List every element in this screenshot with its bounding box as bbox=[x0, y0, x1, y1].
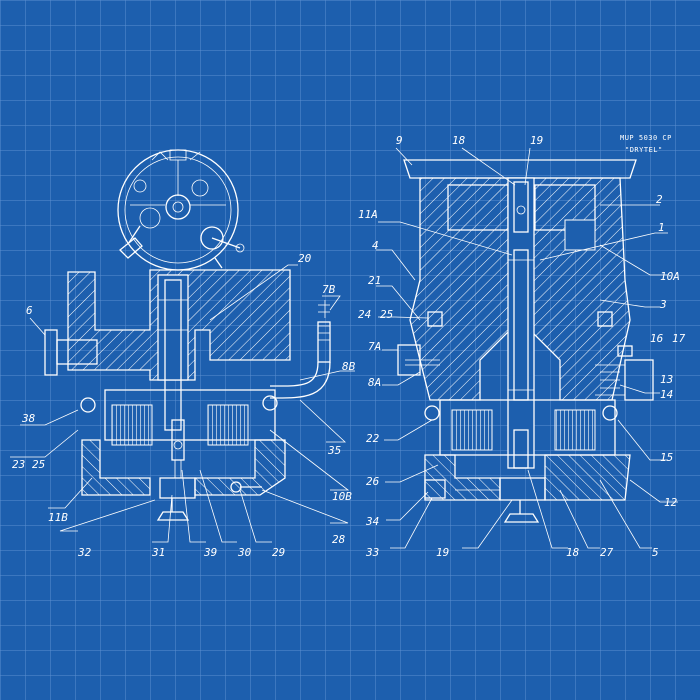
callout-39: 39 bbox=[203, 546, 217, 559]
callout-17: 17 bbox=[672, 332, 686, 345]
callout-16: 16 bbox=[650, 332, 664, 345]
callout-27: 27 bbox=[600, 546, 614, 559]
callout-15: 15 bbox=[660, 451, 673, 464]
callout-29: 29 bbox=[272, 546, 285, 559]
callout-7b: 7B bbox=[322, 283, 336, 296]
flange-detail-view bbox=[117, 149, 245, 271]
callout-18-top: 18 bbox=[452, 134, 466, 147]
callout-3: 3 bbox=[659, 298, 667, 311]
callout-32: 32 bbox=[77, 546, 92, 559]
callout-10b: 10B bbox=[332, 490, 352, 503]
callout-5: 5 bbox=[652, 546, 659, 559]
right-callouts: 9 18 19 2 11A 1 4 10A 21 3 24 25 16 17 7… bbox=[358, 134, 686, 559]
callout-26: 26 bbox=[366, 475, 380, 488]
left-section-view bbox=[29, 269, 331, 521]
model-label: MUP 5030 CP bbox=[620, 134, 672, 142]
callout-9: 9 bbox=[396, 134, 403, 147]
callout-19-bottom: 19 bbox=[436, 546, 449, 559]
callout-11a: 11A bbox=[358, 208, 378, 221]
callout-1: 1 bbox=[658, 221, 665, 234]
callout-18-bottom: 18 bbox=[566, 546, 580, 559]
callout-13: 13 bbox=[660, 373, 673, 386]
left-leaders bbox=[10, 264, 355, 543]
callout-2: 2 bbox=[656, 193, 663, 206]
callout-22: 22 bbox=[366, 432, 380, 445]
callout-8b: 8B bbox=[342, 360, 356, 373]
callout-8a: 8A bbox=[368, 376, 381, 389]
callout-7a: 7A bbox=[368, 340, 381, 353]
callout-11b: 11B bbox=[48, 511, 68, 524]
callout-10a: 10A bbox=[660, 270, 680, 283]
callout-21: 21 bbox=[368, 274, 381, 287]
callout-14: 14 bbox=[660, 388, 673, 401]
callout-25-right: 25 bbox=[380, 308, 393, 321]
callout-23: 23 bbox=[12, 458, 25, 471]
left-callouts: 20 7B 6 8B 38 35 23 25 10B 11B 28 32 31 … bbox=[12, 252, 356, 559]
right-section-view bbox=[397, 159, 654, 523]
callout-28: 28 bbox=[332, 533, 346, 546]
callout-4: 4 bbox=[372, 239, 379, 252]
callout-12: 12 bbox=[664, 496, 678, 509]
title-block: MUP 5030 CP "DRYTEL" bbox=[620, 134, 672, 154]
callout-6: 6 bbox=[26, 304, 33, 317]
callout-38: 38 bbox=[21, 412, 36, 425]
callout-35: 35 bbox=[327, 444, 341, 457]
callout-19-top: 19 bbox=[530, 134, 543, 147]
callout-33: 33 bbox=[365, 546, 379, 559]
maker-label: "DRYTEL" bbox=[625, 146, 663, 154]
callout-31: 31 bbox=[151, 546, 165, 559]
callout-25-left: 25 bbox=[32, 458, 45, 471]
callout-20: 20 bbox=[298, 252, 312, 265]
right-leaders bbox=[376, 147, 678, 549]
callout-30: 30 bbox=[237, 546, 252, 559]
callout-34: 34 bbox=[365, 515, 379, 528]
callout-24: 24 bbox=[358, 308, 371, 321]
